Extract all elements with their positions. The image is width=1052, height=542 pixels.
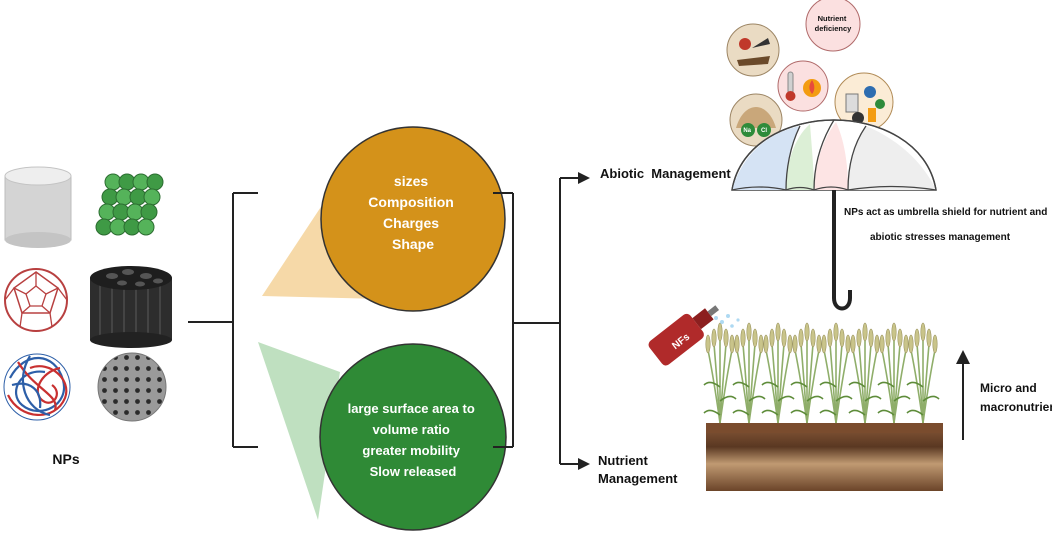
right-bracket	[493, 177, 578, 465]
nutrient-management-label: Nutrient Management	[598, 453, 678, 486]
nanofertilizer-sprayer-icon: NFs	[648, 305, 740, 366]
umbrella-icon	[731, 119, 937, 311]
bottom-property-text: large surface area to volume ratio great…	[348, 401, 479, 479]
crop-field	[703, 322, 943, 491]
bottom-property-cone	[258, 342, 340, 520]
property-line: sizes	[394, 173, 428, 189]
wheat-plant	[732, 322, 766, 424]
polymer-nanosphere-icon	[3, 353, 71, 421]
nutrient-uptake-label: Micro and macronutrients	[980, 381, 1052, 414]
fullerene-icon	[4, 268, 68, 332]
heat-stress-bubble	[777, 60, 829, 112]
nutrient-deficiency-bubble: Nutrient deficiency	[805, 0, 861, 52]
wheat-plant	[790, 322, 824, 424]
property-line: volume ratio	[373, 422, 450, 437]
nanoparticle-gallery	[3, 166, 172, 422]
mesoporous-cylinder-icon	[90, 266, 172, 348]
abiotic-management-label: Abiotic Management	[600, 166, 731, 181]
ion-label: Na	[743, 128, 751, 134]
property-line: greater mobility	[362, 443, 460, 458]
bottom-property-circle	[319, 343, 507, 531]
property-line: large surface area to	[348, 401, 475, 416]
stress-bubbles: Nutrient deficiency Na Cl	[726, 0, 894, 147]
top-property-text: sizes Composition Charges Shape	[368, 173, 457, 252]
lattice-sphere	[137, 218, 155, 236]
top-property-circle	[320, 126, 506, 312]
wheat-plant	[819, 322, 853, 424]
wheat-plant	[703, 322, 737, 424]
lattice-sphere	[146, 173, 164, 191]
property-line: Shape	[392, 236, 434, 252]
wheat-plant	[761, 322, 795, 424]
lattice-sphere	[143, 188, 161, 206]
left-bracket	[188, 192, 258, 448]
soil-contamination-bubble	[726, 23, 780, 77]
nutrient-uptake-arrow	[956, 350, 970, 440]
umbrella-caption: NPs act as umbrella shield for nutrient …	[844, 207, 1050, 243]
arrow-head-nutrient	[578, 458, 590, 470]
salinity-bubble: Na Cl	[729, 93, 783, 147]
bubble-text: Nutrient	[818, 14, 847, 23]
porous-nanosphere-icon	[97, 352, 167, 422]
svg-text:Na Cl: Na Cl	[743, 128, 767, 134]
arrow-head-abiotic	[578, 172, 590, 184]
nps-label: NPs	[52, 451, 79, 467]
property-line: Slow released	[370, 464, 457, 479]
property-line: Composition	[368, 194, 454, 210]
property-line: Charges	[383, 215, 439, 231]
wheat-plant	[877, 322, 911, 424]
svg-text:Nutrient deficiency: Nutrient deficiency	[815, 14, 853, 33]
wheat-plant	[848, 322, 882, 424]
cylinder-nanoparticle-icon	[4, 166, 72, 248]
cube-sphere-lattice-icon	[95, 173, 164, 236]
lattice-sphere	[140, 203, 158, 221]
bubble-text: deficiency	[815, 24, 853, 33]
ion-label: Cl	[761, 128, 767, 134]
wheat-plants	[703, 322, 940, 424]
soil-cross-section	[706, 423, 943, 491]
wheat-plant	[906, 322, 940, 424]
